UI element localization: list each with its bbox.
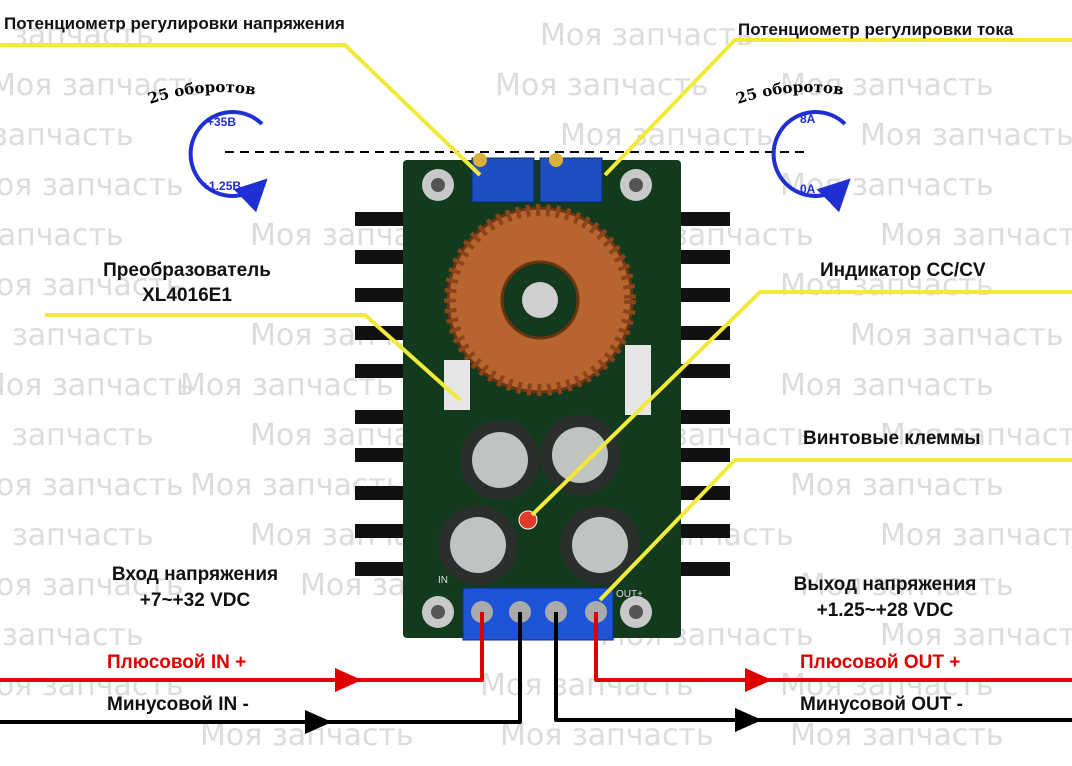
plus-in-label: Плюсовой IN + xyxy=(107,652,247,673)
watermark-text: Моя запчасть xyxy=(0,668,184,703)
watermark-text: Моя запчасть xyxy=(780,268,994,303)
indicator-label: Индикатор CC/CV xyxy=(820,260,986,281)
watermark-text: Моя запчасть xyxy=(495,68,709,103)
voltage-potentiometer-label: Потенциометр регулировки напряжения xyxy=(4,14,345,33)
turns-label-left: 25 оборотов xyxy=(146,78,257,108)
screw-terminal-block xyxy=(462,587,614,641)
watermark-text: Моя запчасть xyxy=(780,668,994,703)
converter-chip xyxy=(444,360,470,410)
converter-label-line2: XL4016E1 xyxy=(142,285,232,306)
watermark-text: Моя запчасть xyxy=(880,518,1072,553)
callout-line-converter xyxy=(45,313,462,402)
watermark-text: Моя запчасть xyxy=(790,718,1004,753)
watermark-text: Моя запчасть xyxy=(0,318,154,353)
current-rotation-arrow xyxy=(771,110,851,213)
watermark-text: Моя запчасть xyxy=(0,18,154,53)
current-max-label: 8А xyxy=(800,112,816,126)
turns-label-right: 25 оборотов xyxy=(734,78,845,108)
minus-in-label: Минусовой IN - xyxy=(107,694,249,715)
minus-out-label: Минусовой OUT - xyxy=(800,694,963,715)
watermark-text: Моя запчасть xyxy=(880,618,1072,653)
wire-minus-out xyxy=(554,612,1072,732)
watermark-text: Моя запчасть xyxy=(560,118,774,153)
watermark-text: Моя запчасть xyxy=(480,668,694,703)
toroidal-inductor xyxy=(444,204,636,396)
plus-out-label: Плюсовой OUT + xyxy=(800,652,961,673)
current-potentiometer xyxy=(539,153,603,203)
watermark-text: Моя запчасть xyxy=(540,18,754,53)
wire-plus-in xyxy=(0,612,484,692)
current-potentiometer-label: Потенциометр регулировки тока xyxy=(738,20,1014,39)
watermark-text: Моя запчасть xyxy=(0,118,134,153)
mounting-holes xyxy=(422,169,652,628)
watermark-text: Моя запчасть xyxy=(780,68,994,103)
watermark-text: Моя запчасть xyxy=(0,618,144,653)
converter-label: Преобразователь XL4016E1 xyxy=(62,258,312,308)
watermark-text: Моя запчасть xyxy=(0,168,184,203)
watermark-text: Моя запчасть xyxy=(0,568,184,603)
input-voltage-line1: Вход напряжения xyxy=(111,564,279,585)
watermark-text: Моя запчасть xyxy=(0,518,154,553)
callout-line-terminals xyxy=(598,458,1072,602)
voltage-potentiometer xyxy=(471,153,535,203)
wire-plus-out xyxy=(594,612,1072,692)
input-voltage-line2: +7~+32 VDC xyxy=(139,590,251,611)
watermark-text: Моя запчасть xyxy=(0,68,204,103)
voltage-max-label: +35В xyxy=(207,115,236,129)
watermark-text: Моя запчасть xyxy=(780,368,994,403)
input-voltage-label: Вход напряжения +7~+32 VDC xyxy=(80,562,310,614)
converter-label-line1: Преобразователь xyxy=(103,260,271,281)
watermark-text: Моя запчасть xyxy=(0,418,154,453)
watermark-text: Моя запчасть xyxy=(880,218,1072,253)
watermark-text: Моя запчасть xyxy=(790,468,1004,503)
current-min-label: 0А xyxy=(800,182,816,196)
output-voltage-line2: +1.25~+28 VDC xyxy=(816,600,954,621)
terminals-label: Винтовые клеммы xyxy=(803,428,981,449)
watermark-text: Моя запчасть xyxy=(850,318,1064,353)
callout-line-voltage-pot xyxy=(0,43,482,177)
watermark-text: Моя запчасть xyxy=(880,418,1072,453)
watermark-text: Моя запчасть xyxy=(0,218,124,253)
output-voltage-line1: Выход напряжения xyxy=(793,574,977,595)
callout-line-indicator xyxy=(530,290,1072,517)
pcb-out-silkscreen: OUT+ xyxy=(616,589,643,600)
wire-minus-in xyxy=(0,612,522,734)
watermark-text: Моя запчасть xyxy=(500,718,714,753)
watermark-text: Моя запчасть xyxy=(0,368,194,403)
output-voltage-label: Выход напряжения +1.25~+28 VDC xyxy=(770,572,1000,624)
voltage-min-label: +1.25В xyxy=(202,179,241,193)
watermark-text: Моя запчасть xyxy=(0,268,184,303)
watermark-text: Моя запчасть xyxy=(860,118,1072,153)
callout-line-current-pot xyxy=(603,38,1072,177)
pcb-in-silkscreen: IN xyxy=(438,575,448,586)
watermark-text: Моя запчасть xyxy=(0,468,184,503)
capacitors xyxy=(438,415,640,585)
watermark-text: Моя запчасть xyxy=(800,568,1014,603)
voltage-rotation-arrow xyxy=(188,110,268,213)
